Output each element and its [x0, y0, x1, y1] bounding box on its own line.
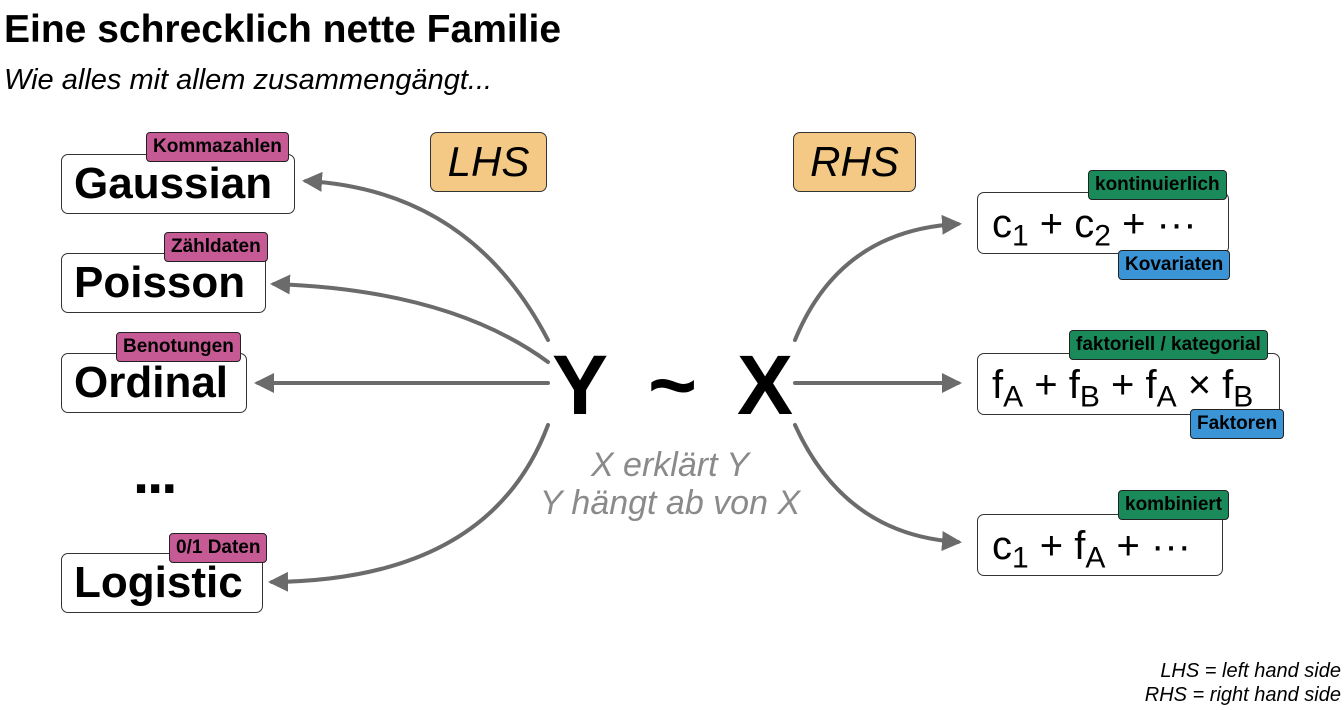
tag-01-daten: 0/1 Daten — [169, 533, 268, 563]
tag-kovariaten: Kovariaten — [1118, 250, 1231, 280]
explanation-line-2: Y hängt ab von X — [539, 484, 801, 522]
formula-continuous: c1 + c2 + ··· — [977, 192, 1229, 254]
tag-faktoriell-kategorial: faktoriell / kategorial — [1069, 330, 1268, 360]
tag-kontinuierlich: kontinuierlich — [1088, 170, 1227, 200]
model-y: Y — [552, 338, 609, 432]
formula-factorial: fA + fB + fA × fB — [977, 353, 1280, 415]
distribution-gaussian: Gaussian — [61, 154, 295, 214]
tag-zaehldaten: Zähldaten — [164, 232, 268, 262]
model-x: X — [737, 338, 794, 432]
tag-faktoren: Faktoren — [1190, 409, 1285, 439]
arrow-to-logistic — [268, 423, 550, 592]
page-title: Eine schrecklich nette Familie — [4, 8, 562, 51]
distribution-ordinal: Ordinal — [61, 353, 247, 413]
arrow-to-poisson — [270, 274, 550, 364]
rhs-label: RHS — [793, 132, 916, 192]
page-subtitle: Wie alles mit allem zusammengängt... — [4, 64, 493, 96]
legend-lhs: LHS = left hand side — [1160, 660, 1341, 682]
explanation-line-1: X erklärt Y — [590, 446, 750, 484]
distribution-poisson: Poisson — [61, 253, 266, 313]
tag-kommazahlen: Kommazahlen — [146, 132, 289, 162]
arrow-to-combined — [793, 423, 962, 551]
distribution-logistic: Logistic — [61, 553, 263, 613]
ellipsis: ... — [133, 441, 177, 506]
arrow-to-gaussian — [302, 171, 550, 342]
formula-combined: c1 + fA + ··· — [977, 514, 1223, 576]
model-tilde: ~ — [648, 338, 698, 432]
tag-benotungen: Benotungen — [116, 332, 241, 362]
lhs-label: LHS — [430, 132, 547, 192]
tag-kombiniert: kombiniert — [1118, 490, 1230, 520]
arrow-to-continuous — [793, 214, 962, 342]
legend-rhs: RHS = right hand side — [1144, 684, 1341, 706]
